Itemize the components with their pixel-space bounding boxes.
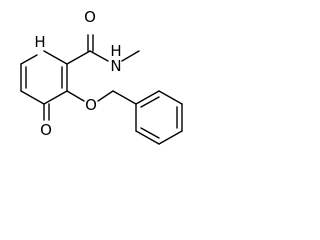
bond-ph-5-6: [135, 130, 160, 145]
bond-c3-c4: [43, 90, 68, 105]
atom-amide-nitrogen: N: [110, 57, 121, 75]
bond-n1-c2: [43, 50, 68, 65]
bond-c3-o-ether: [66, 90, 85, 102]
bonds: [20, 34, 183, 145]
bond-ph-1-2-inner: [140, 96, 160, 108]
bond-n-methyl: [121, 50, 140, 62]
bond-ph-2-3: [158, 90, 183, 105]
bond-c4-c5: [20, 90, 45, 105]
bond-c2-c-amide: [66, 50, 91, 65]
atom-amide-hydrogen: H: [110, 42, 121, 60]
bond-ch2-ph: [112, 90, 137, 105]
atom-amide-oxygen: O: [84, 8, 96, 26]
atom-labels: H N O H N O O: [34, 8, 121, 139]
atom-n1-hydrogen: H: [34, 33, 45, 51]
chemical-structure: H N O H N O O: [20, 8, 183, 145]
atom-keto-oxygen: O: [40, 121, 52, 139]
bond-c6-n1: [20, 54, 38, 65]
bond-ph-1-2: [135, 90, 160, 105]
bond-o-ch2: [97, 90, 114, 102]
bond-ph-4-5: [158, 130, 183, 145]
bond-ph-5-6-inner: [140, 127, 160, 139]
bond-c-amide-n: [89, 50, 109, 62]
atom-ether-oxygen: O: [85, 96, 97, 114]
